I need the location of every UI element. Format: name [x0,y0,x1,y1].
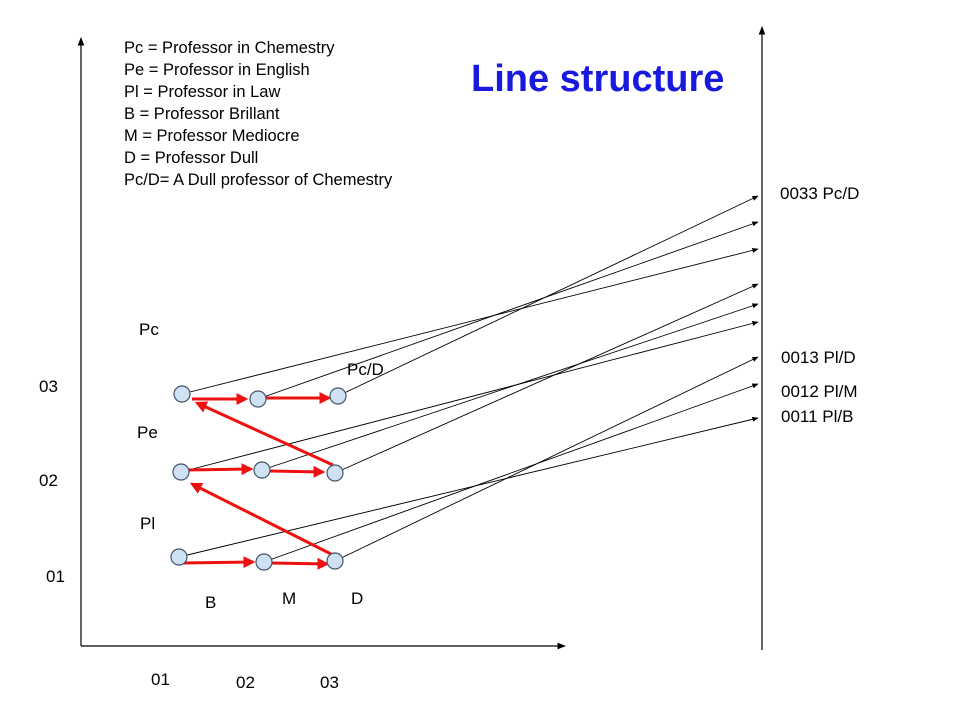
legend-item: Pe = Professor in English [124,61,310,79]
address-label-0011: 0011 Pl/B [781,407,854,426]
node-pl-b [170,548,188,566]
x-tick-03: 03 [320,673,339,692]
node-pc-d [329,387,347,405]
mapping-arrow-pc-b [181,247,759,395]
node-pc-b [173,385,191,403]
row-label-pe: Pe [137,423,158,442]
node-pe-m [253,461,271,479]
y-tick-01: 01 [46,567,65,586]
x-tick-02: 02 [236,673,255,692]
diagram-title: Line structure [471,58,725,100]
row-label-pc: Pc [139,320,159,339]
node-pl-d [326,552,344,570]
mapping-arrow-pl-m [263,383,759,563]
traversal-arrows [182,392,334,570]
column-label-b: B [205,593,217,612]
legend: Pc = Professor in Chemestry Pe = Profess… [124,37,392,191]
legend-item: Pl = Professor in Law [124,83,281,101]
row-label-pl: Pl [140,514,156,533]
column-label-m: M [282,589,297,608]
mapping-arrow-pe-d [334,283,759,474]
legend-item: M = Professor Mediocre [124,127,300,145]
x-tick-01: 01 [151,670,170,689]
mapping-arrows [178,195,759,563]
legend-item: Pc/D= A Dull professor of Chemestry [124,171,393,189]
node-pe-d [326,464,344,482]
node-pl-m [255,553,273,571]
mapping-arrow-pe-m [261,303,759,471]
mapping-arrow-pe-b [180,320,759,473]
mapping-arrow-pl-d [334,356,759,562]
red-arrow-pe-d-pc-b [194,401,334,467]
node-label-pc-d: Pc/D [347,360,384,379]
mapping-arrow-pl-b [178,416,759,558]
red-arrow-pe-b-m [185,463,254,476]
legend-item: Pc = Professor in Chemestry [124,39,335,57]
node-pc-m [249,390,267,408]
mapping-arrow-pc-m [257,221,759,400]
red-arrow-pl-b-m [182,556,256,569]
red-arrow-pl-d-pe-b [189,482,334,557]
nodes [170,385,347,571]
address-label-0033: 0033 Pc/D [780,184,860,203]
address-label-0013: 0013 Pl/D [781,348,856,367]
column-label-d: D [351,589,364,608]
legend-item: B = Professor Brillant [124,105,280,123]
y-tick-02: 02 [39,471,58,490]
y-tick-03: 03 [39,377,58,396]
node-pe-b [172,463,190,481]
red-arrow-pl-m-d [270,557,330,570]
address-label-0012: 0012 Pl/M [781,382,858,401]
red-arrow-pe-m-d [269,465,326,478]
legend-item: D = Professor Dull [124,149,259,167]
